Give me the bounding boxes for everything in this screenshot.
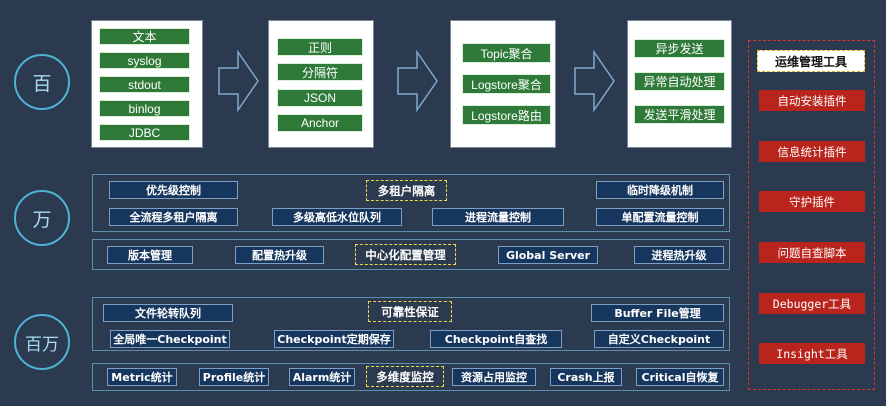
input-syslog-tag: syslog	[99, 52, 190, 69]
auto-install-plugin-tag: 自动安装插件	[759, 90, 865, 111]
priority-control-tag: 优先级控制	[109, 181, 238, 199]
process-hot-upgrade-tag: 进程热升级	[634, 246, 724, 264]
checkpoint-self-find-tag: Checkpoint自查找	[430, 330, 562, 348]
checkpoint-periodic-save-tag: Checkpoint定期保存	[274, 330, 394, 348]
multi-tenant-isolation-tag: 多租户隔离	[366, 180, 447, 201]
file-rotation-queue-tag: 文件轮转队列	[103, 304, 233, 322]
level-bai-circle: 百	[14, 54, 70, 110]
profile-stats-tag: Profile统计	[199, 368, 269, 386]
crash-report-tag: Crash上报	[550, 368, 622, 386]
guard-plugin-tag: 守护插件	[759, 191, 865, 212]
baiwan-reliability-panel	[92, 297, 730, 351]
topic-aggregation-tag: Topic聚合	[462, 43, 551, 63]
arrow-right-icon	[397, 50, 438, 112]
parser-regex-tag: 正则	[277, 38, 363, 56]
input-binlog-tag: binlog	[99, 100, 190, 117]
global-checkpoint-tag: 全局唯一Checkpoint	[110, 330, 230, 348]
exception-handling-tag: 异常自动处理	[634, 72, 725, 91]
resource-monitor-tag: 资源占用监控	[452, 368, 536, 386]
multi-dimension-monitor-tag: 多维度监控	[366, 366, 444, 387]
arrow-right-icon	[574, 50, 615, 112]
ops-tools-panel	[748, 40, 875, 390]
alarm-stats-tag: Alarm统计	[289, 368, 355, 386]
critical-recovery-tag: Critical自恢复	[636, 368, 724, 386]
parser-delimiter-tag: 分隔符	[277, 63, 363, 81]
input-jdbc-tag: JDBC	[99, 124, 190, 141]
self-check-script-tag: 问题自查脚本	[759, 242, 865, 263]
wan-config-panel	[92, 239, 730, 270]
input-stdout-tag: stdout	[99, 76, 190, 93]
config-hot-upgrade-tag: 配置热升级	[235, 246, 324, 264]
full-flow-isolation-tag: 全流程多租户隔离	[109, 208, 238, 226]
logstore-routing-tag: Logstore路由	[462, 105, 551, 125]
metric-stats-tag: Metric统计	[107, 368, 177, 386]
baiwan-monitor-panel	[92, 363, 730, 391]
wan-control-panel	[92, 174, 730, 232]
level-wan-circle: 万	[14, 190, 70, 246]
water-level-queue-tag: 多级高低水位队列	[272, 208, 402, 226]
logstore-aggregation-tag: Logstore聚合	[462, 74, 551, 94]
level-baiwan-circle: 百万	[14, 314, 70, 370]
input-text-tag: 文本	[99, 28, 190, 45]
config-flow-control-tag: 单配置流量控制	[596, 208, 724, 226]
arrow-right-icon	[218, 50, 259, 112]
smooth-send-tag: 发送平滑处理	[634, 105, 725, 124]
custom-checkpoint-tag: 自定义Checkpoint	[594, 330, 724, 348]
central-config-tag: 中心化配置管理	[355, 244, 456, 265]
temp-degrade-tag: 临时降级机制	[596, 181, 724, 199]
insight-tool-tag: Insight工具	[759, 343, 865, 364]
parser-anchor-tag: Anchor	[277, 114, 363, 132]
info-stats-plugin-tag: 信息统计插件	[759, 141, 865, 162]
debugger-tool-tag: Debugger工具	[759, 293, 865, 314]
parser-json-tag: JSON	[277, 89, 363, 107]
reliability-guarantee-tag: 可靠性保证	[368, 301, 452, 322]
async-send-tag: 异步发送	[634, 39, 725, 58]
buffer-file-tag: Buffer File管理	[591, 304, 724, 322]
global-server-tag: Global Server	[498, 246, 598, 264]
process-flow-control-tag: 进程流量控制	[432, 208, 564, 226]
version-management-tag: 版本管理	[107, 246, 193, 264]
ops-tools-title: 运维管理工具	[757, 50, 865, 72]
